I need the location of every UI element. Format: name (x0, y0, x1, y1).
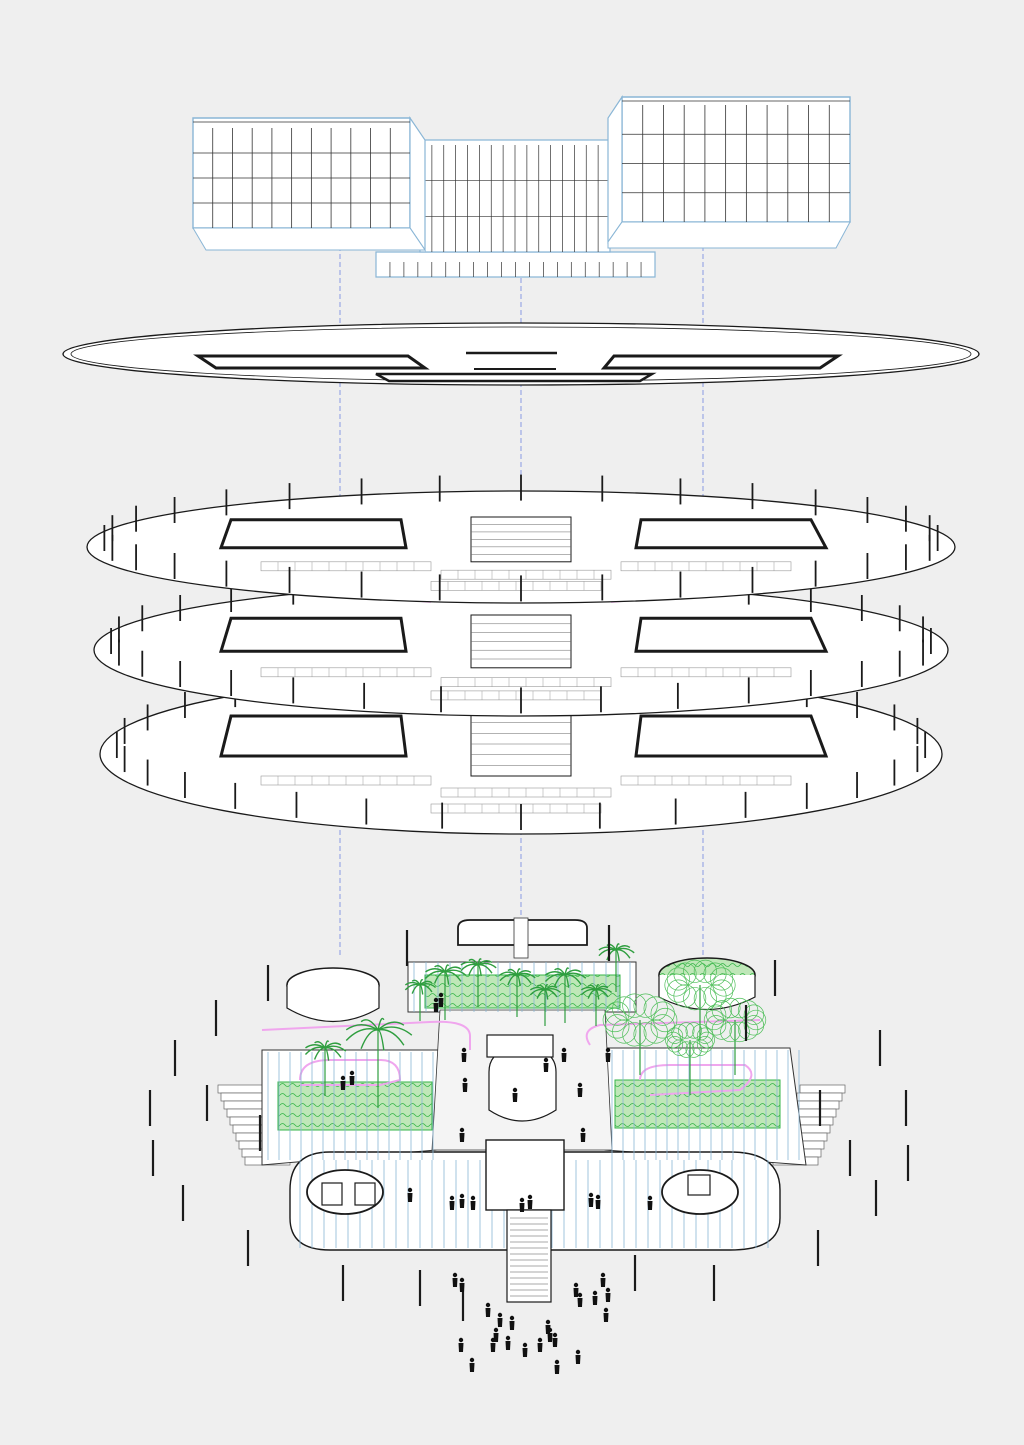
floor-3-plate (86, 474, 956, 604)
palm-tree (580, 983, 613, 1026)
person-figure (469, 1357, 475, 1372)
roof-slab-layer (62, 322, 980, 386)
person-figure (592, 1290, 598, 1305)
person-figure (462, 1077, 468, 1092)
person-figure (603, 1307, 609, 1322)
person-figure (458, 1337, 464, 1352)
person-figure (449, 1195, 455, 1210)
person-figure (605, 1047, 611, 1062)
palm-tree (460, 958, 497, 1007)
floor-void-right (634, 714, 829, 758)
person-figure (512, 1087, 518, 1102)
person-figure (527, 1194, 533, 1209)
floor-void-right (634, 518, 829, 550)
office-towers-layer (192, 95, 851, 278)
person-figure (452, 1272, 458, 1287)
palm-tree (304, 1040, 347, 1096)
person-figure (575, 1349, 581, 1364)
person-figure (522, 1342, 528, 1357)
deciduous-tree (703, 997, 767, 1075)
palm-tree (499, 968, 536, 1017)
person-figure (470, 1195, 476, 1210)
palm-tree (424, 964, 467, 1020)
person-figure (552, 1332, 558, 1347)
person-figure (519, 1197, 525, 1212)
floor-1-plate (99, 660, 943, 835)
person-figure (595, 1194, 601, 1209)
person-figure (485, 1302, 491, 1317)
palm-tree (598, 943, 635, 992)
person-figure (349, 1070, 355, 1085)
person-figure (573, 1282, 579, 1297)
person-figure (407, 1187, 413, 1202)
floor-void-left (219, 714, 408, 758)
person-figure (497, 1312, 503, 1327)
floor-void-right (634, 616, 829, 653)
person-figure (490, 1337, 496, 1352)
palm-tree (345, 1017, 413, 1108)
person-figure (554, 1359, 560, 1374)
person-figure (505, 1335, 511, 1350)
person-figure (537, 1337, 543, 1352)
person-figure (543, 1057, 549, 1072)
person-figure (580, 1127, 586, 1142)
person-figure (577, 1292, 583, 1307)
person-figure (459, 1193, 465, 1208)
floor-void-left (218, 616, 408, 653)
floor-2-plate (93, 568, 949, 717)
floor-void-left (218, 518, 408, 550)
person-figure (561, 1047, 567, 1062)
ramp-right (585, 1019, 761, 1096)
floor-plates-stack (86, 474, 956, 835)
palm-tree (404, 978, 437, 1021)
person-figure (600, 1272, 606, 1287)
deciduous-tree (665, 1022, 715, 1095)
person-figure (588, 1192, 594, 1207)
person-figure (459, 1127, 465, 1142)
person-figure (438, 992, 444, 1007)
deciduous-tree (664, 959, 736, 1040)
person-figure (605, 1287, 611, 1302)
person-figure (340, 1075, 346, 1090)
person-figure (577, 1082, 583, 1097)
person-figure (461, 1047, 467, 1062)
person-figure (647, 1195, 653, 1210)
person-figure (433, 997, 439, 1012)
palm-tree (529, 983, 562, 1026)
person-figure (459, 1277, 465, 1292)
person-figure (545, 1319, 551, 1334)
palm-tree (544, 967, 587, 1023)
person-figure (509, 1315, 515, 1330)
deciduous-tree (602, 993, 678, 1075)
ground-garden-layer (148, 917, 910, 1374)
